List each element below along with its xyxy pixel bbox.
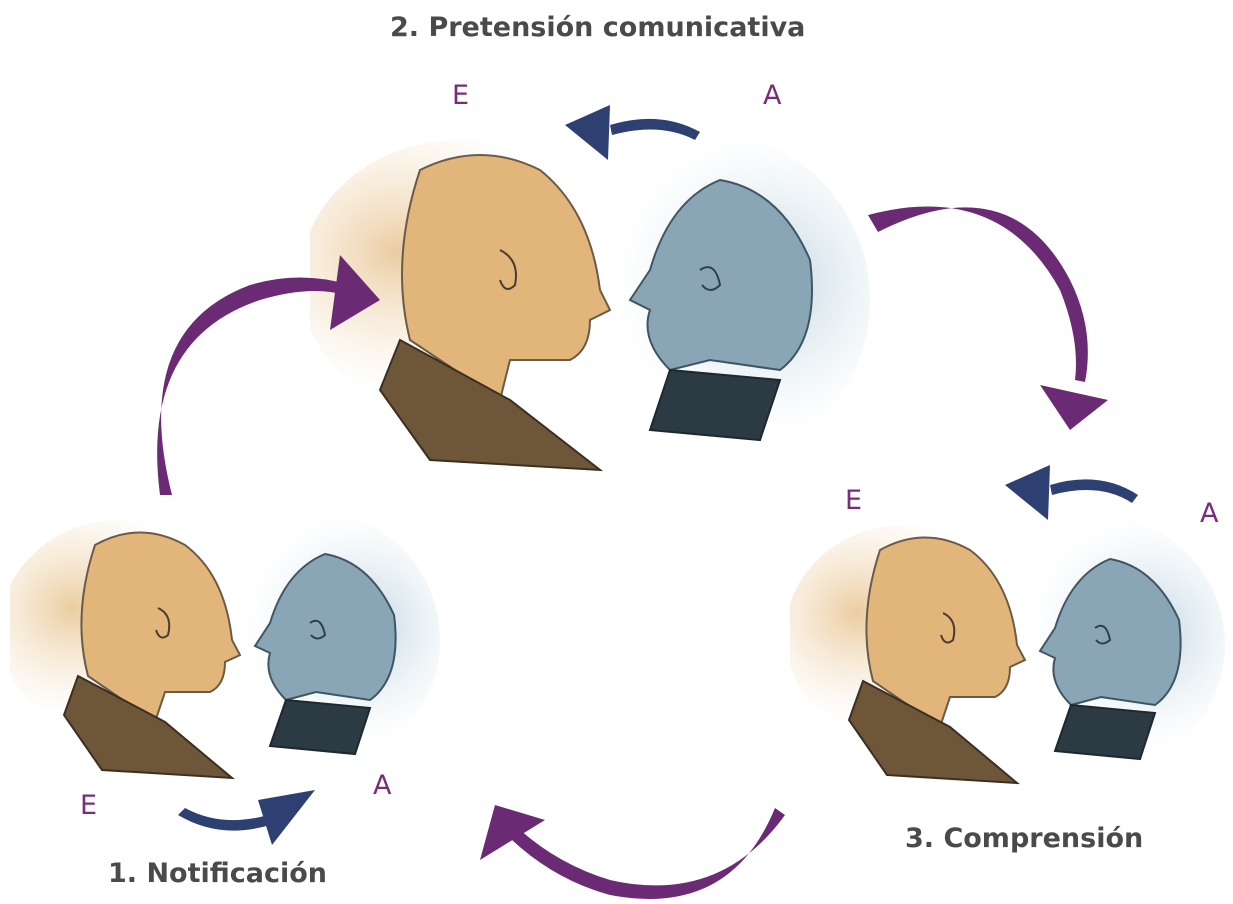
- exchange-arrow-right: [1005, 465, 1138, 520]
- cycle-arrow-left-to-top: [157, 255, 380, 495]
- exchange-arrow-top: [565, 105, 700, 160]
- cycle-arrow-top-to-right: [868, 207, 1108, 430]
- exchange-arrow-left: [178, 790, 315, 845]
- cycle-arrow-right-to-left: [480, 805, 785, 899]
